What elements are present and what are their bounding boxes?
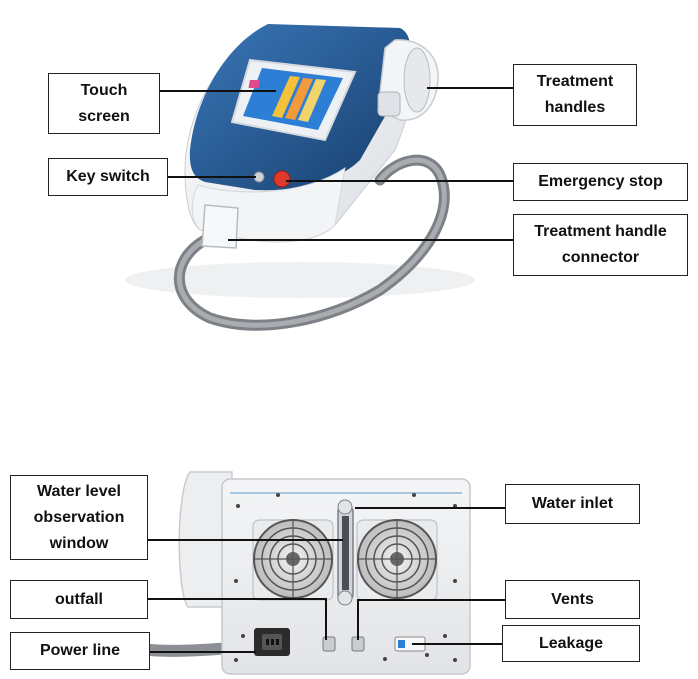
label-water-inlet: Water inlet — [505, 484, 640, 524]
label-power-line: Power line — [10, 632, 150, 670]
water-level-tube — [337, 499, 354, 606]
front-device — [125, 24, 475, 331]
left-vent-fan — [252, 519, 334, 601]
emergency-stop-button — [273, 170, 291, 188]
label-water-level-window: Water level observation window — [10, 475, 148, 560]
handle-connector — [201, 204, 239, 249]
back-leader-lines — [148, 507, 505, 653]
label-key-switch: Key switch — [48, 158, 168, 196]
front-leader-lines — [160, 87, 513, 241]
label-treatment-handles: Treatment handles — [513, 64, 637, 126]
label-outfall: outfall — [10, 580, 148, 619]
label-touch-screen: Touch screen — [48, 73, 160, 134]
power-socket — [254, 628, 290, 656]
label-handle-connector: Treatment handle connector — [513, 214, 688, 276]
power-cord — [144, 642, 238, 657]
label-vents: Vents — [505, 580, 640, 619]
right-vent-fan — [356, 519, 438, 601]
label-leakage: Leakage — [502, 625, 640, 662]
label-emergency-stop: Emergency stop — [513, 163, 688, 201]
outfall-port — [322, 636, 336, 652]
